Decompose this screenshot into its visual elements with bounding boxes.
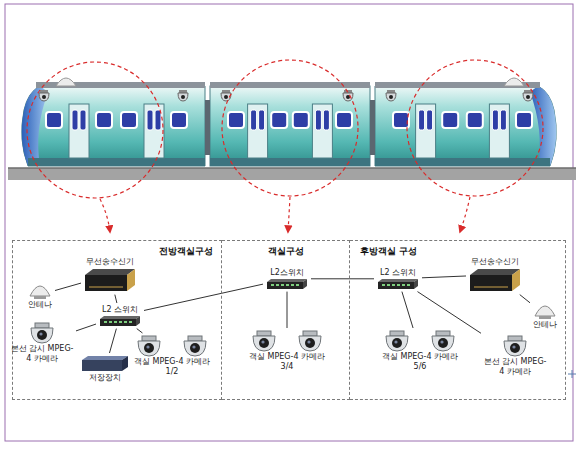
antenna-icon xyxy=(532,300,558,320)
network-cable xyxy=(55,283,81,290)
switch-icon xyxy=(265,278,309,290)
camera2-icon xyxy=(251,330,323,352)
device-node: 객실 MPEG-4 카메라 1/2 xyxy=(130,335,214,376)
ground-rail xyxy=(8,168,576,180)
device-label: 안테나 xyxy=(28,300,52,310)
switch-icon xyxy=(98,315,142,327)
network-cable xyxy=(417,292,481,334)
section-box: L2스위치객실 MPEG-4 카메라 3/4 객실구성 xyxy=(222,240,350,400)
network-cable xyxy=(287,292,288,328)
camera-icon xyxy=(502,335,528,357)
switch-icon xyxy=(376,278,420,290)
antenna-icon xyxy=(27,280,53,300)
focus-circle xyxy=(222,60,358,196)
train xyxy=(22,78,557,166)
section-box: 무선송수신기안테나 L2 스위치객실 MPEG-4 카메라 5/6 본선 감시 MP… xyxy=(350,240,566,400)
focus-circle xyxy=(407,60,543,196)
device-label: 안테나 xyxy=(533,320,557,330)
device-label: L2스위치 xyxy=(270,268,304,278)
device-label: L2 스위치 xyxy=(102,305,138,315)
device-node: L2 스위치 xyxy=(98,305,142,327)
device-label: 저장장치 xyxy=(89,373,121,383)
device-node: 객실 MPEG-4 카메라 3/4 xyxy=(245,330,329,371)
device-node: 본선 감시 MPEG-4 카메라 xyxy=(10,322,74,363)
network-cable xyxy=(422,276,466,278)
device-label: 본선 감시 MPEG-4 카메라 xyxy=(483,357,547,376)
device-label: 객실 MPEG-4 카메라 3/4 xyxy=(245,352,329,371)
callout-arrow xyxy=(460,197,470,232)
section-title: 객실구성 xyxy=(222,246,349,257)
section-title: 전방객실구성 xyxy=(13,246,221,257)
section-box: 안테나 무선송수신기본선 감시 MPEG-4 카메라 L2 스위치객실 MPEG-4… xyxy=(12,240,222,400)
device-node: 안테나 xyxy=(532,300,558,330)
camera-icon xyxy=(29,322,55,344)
radio-icon xyxy=(83,267,137,293)
camera2-icon xyxy=(384,330,456,352)
network-cable xyxy=(144,284,263,310)
device-node: 무선송수신기 xyxy=(83,257,137,293)
callout-arrow xyxy=(100,199,110,232)
device-label: 무선송수신기 xyxy=(86,257,134,267)
device-node: L2 스위치 xyxy=(376,268,420,290)
device-node: 본선 감시 MPEG-4 카메라 xyxy=(483,335,547,376)
network-cable xyxy=(137,329,143,333)
section-title: 후방객실 구성 xyxy=(350,246,565,257)
device-label: 본선 감시 MPEG-4 카메라 xyxy=(10,344,74,363)
camera2-icon xyxy=(136,335,208,357)
edge-mark xyxy=(568,370,576,378)
device-label: 객실 MPEG-4 카메라 5/6 xyxy=(378,352,462,371)
device-label: 무선송수신기 xyxy=(471,257,519,267)
network-cable xyxy=(76,324,96,331)
callout-arrow xyxy=(288,197,290,232)
storage-icon xyxy=(80,355,130,373)
network-cable xyxy=(520,295,530,303)
device-node: 무선송수신기 xyxy=(468,257,522,293)
radio-icon xyxy=(468,267,522,293)
focus-circle xyxy=(27,62,163,198)
device-label: 객실 MPEG-4 카메라 1/2 xyxy=(130,357,214,376)
network-cable xyxy=(402,292,413,328)
device-node: 안테나 xyxy=(27,280,53,310)
device-node: L2스위치 xyxy=(265,268,309,290)
device-node: 저장장치 xyxy=(80,355,130,383)
network-cable xyxy=(109,329,116,353)
network-cable xyxy=(115,295,117,303)
network-cable xyxy=(311,278,374,279)
outer-frame xyxy=(5,4,573,441)
device-node: 객실 MPEG-4 카메라 5/6 xyxy=(378,330,462,371)
device-label: L2 스위치 xyxy=(380,268,416,278)
